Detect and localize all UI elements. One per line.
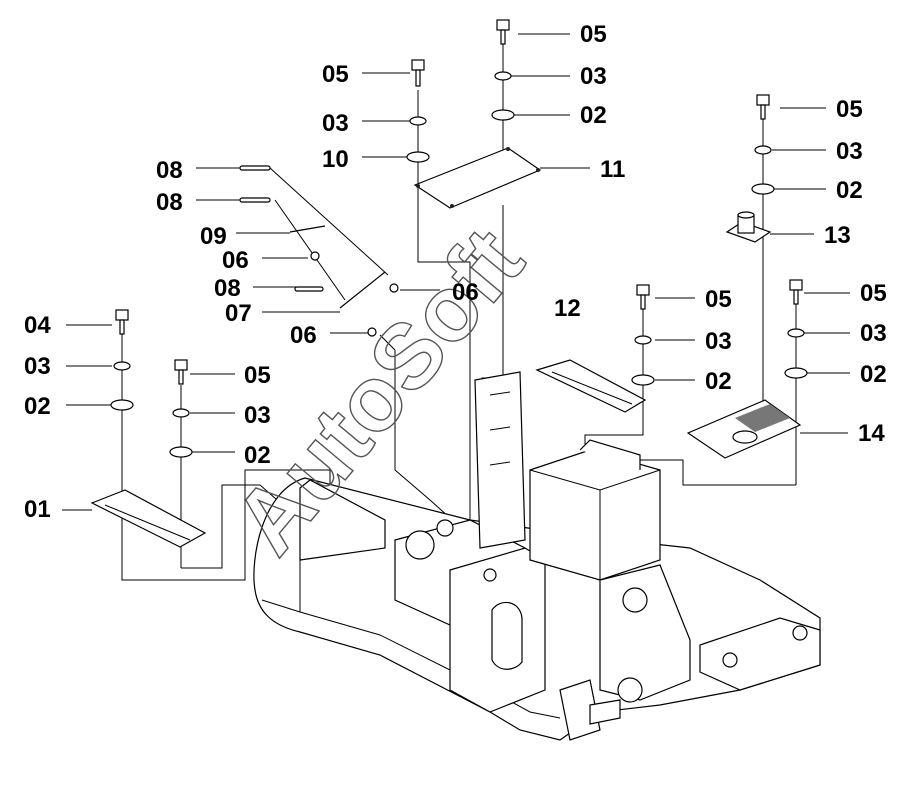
callout-label-c-08-a: 08 (156, 157, 183, 184)
callout-label-c-05-midleft: 05 (322, 61, 349, 88)
callout-label-c-03-center: 03 (705, 328, 732, 355)
callout-label-c-02-farright: 02 (860, 361, 887, 388)
callout-label-c-06-a: 06 (222, 247, 249, 274)
callout-label-c-02-top: 02 (580, 102, 607, 129)
callout-label-c-09: 09 (200, 223, 227, 250)
machine-frame (253, 371, 821, 741)
callout-label-c-12: 12 (554, 295, 581, 322)
callout-label-c-06-c: 06 (290, 322, 317, 349)
callout-label-c-14: 14 (858, 420, 885, 447)
callout-label-c-05-center: 05 (705, 286, 732, 313)
callout-label-c-02-left: 02 (24, 393, 51, 420)
callout-label-c-08-b: 08 (156, 189, 183, 216)
callout-label-c-02-leftmid: 02 (244, 442, 271, 469)
callout-label-c-02-right: 02 (836, 177, 863, 204)
callout-label-c-04: 04 (24, 312, 51, 339)
callout-label-c-06-b: 06 (452, 279, 479, 306)
callout-label-c-03-top: 03 (580, 63, 607, 90)
callout-label-c-03-left: 03 (24, 353, 51, 380)
callout-label-c-01: 01 (24, 496, 51, 523)
callout-label-c-03-leftmid: 03 (244, 402, 271, 429)
callout-label-c-13: 13 (824, 222, 851, 249)
callout-label-c-05-top: 05 (580, 21, 607, 48)
callout-label-c-07: 07 (225, 300, 252, 327)
callout-label-c-03-right: 03 (836, 138, 863, 165)
callout-label-c-03-farright: 03 (860, 320, 887, 347)
callout-label-c-11: 11 (600, 156, 625, 183)
callout-label-c-05-right: 05 (836, 96, 863, 123)
parts (90, 19, 808, 548)
callout-label-c-08-c: 08 (214, 275, 241, 302)
callout-label-c-10: 10 (322, 146, 349, 173)
callout-label-c-03-midleft: 03 (322, 110, 349, 137)
callout-label-c-05-leftmid: 05 (244, 362, 271, 389)
callout-label-c-05-farright: 05 (860, 280, 887, 307)
callout-label-c-02-center: 02 (705, 368, 732, 395)
